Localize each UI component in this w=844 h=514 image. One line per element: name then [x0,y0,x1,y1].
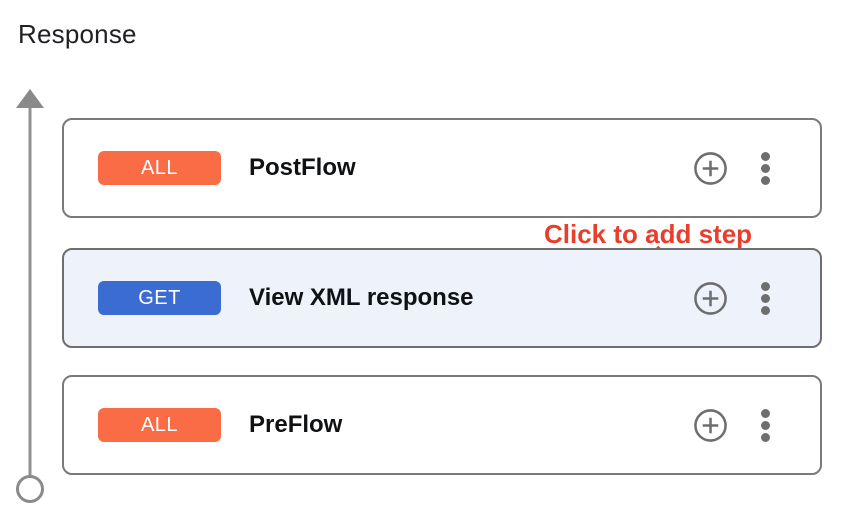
kebab-menu-icon [761,408,770,442]
plus-circle-icon [694,408,727,442]
add-step-button[interactable] [693,151,728,186]
flow-card-title: View XML response [249,284,474,311]
plus-circle-icon [694,281,727,315]
flow-direction-arrow-icon [16,89,44,503]
page-title: Response [18,19,137,49]
flow-card-title: PostFlow [249,154,356,181]
kebab-menu-icon [761,281,770,315]
flow-card-title: PreFlow [249,411,343,438]
kebab-menu-icon [761,151,770,185]
card-actions [693,151,770,186]
more-options-button[interactable] [761,281,770,315]
plus-circle-icon [694,151,727,185]
method-badge: ALL [98,151,221,185]
flow-card-view-xml-response[interactable]: GET View XML response [62,248,822,348]
method-badge: ALL [98,408,221,442]
method-badge: GET [98,281,221,315]
card-actions [693,408,770,443]
card-actions [693,281,770,316]
more-options-button[interactable] [761,151,770,185]
more-options-button[interactable] [761,408,770,442]
annotation-click-to-add-step: Click to add step [544,219,753,249]
add-step-button[interactable] [693,281,728,316]
flow-card-preflow[interactable]: ALL PreFlow [62,375,822,475]
flow-card-postflow[interactable]: ALL PostFlow [62,118,822,218]
add-step-button[interactable] [693,408,728,443]
